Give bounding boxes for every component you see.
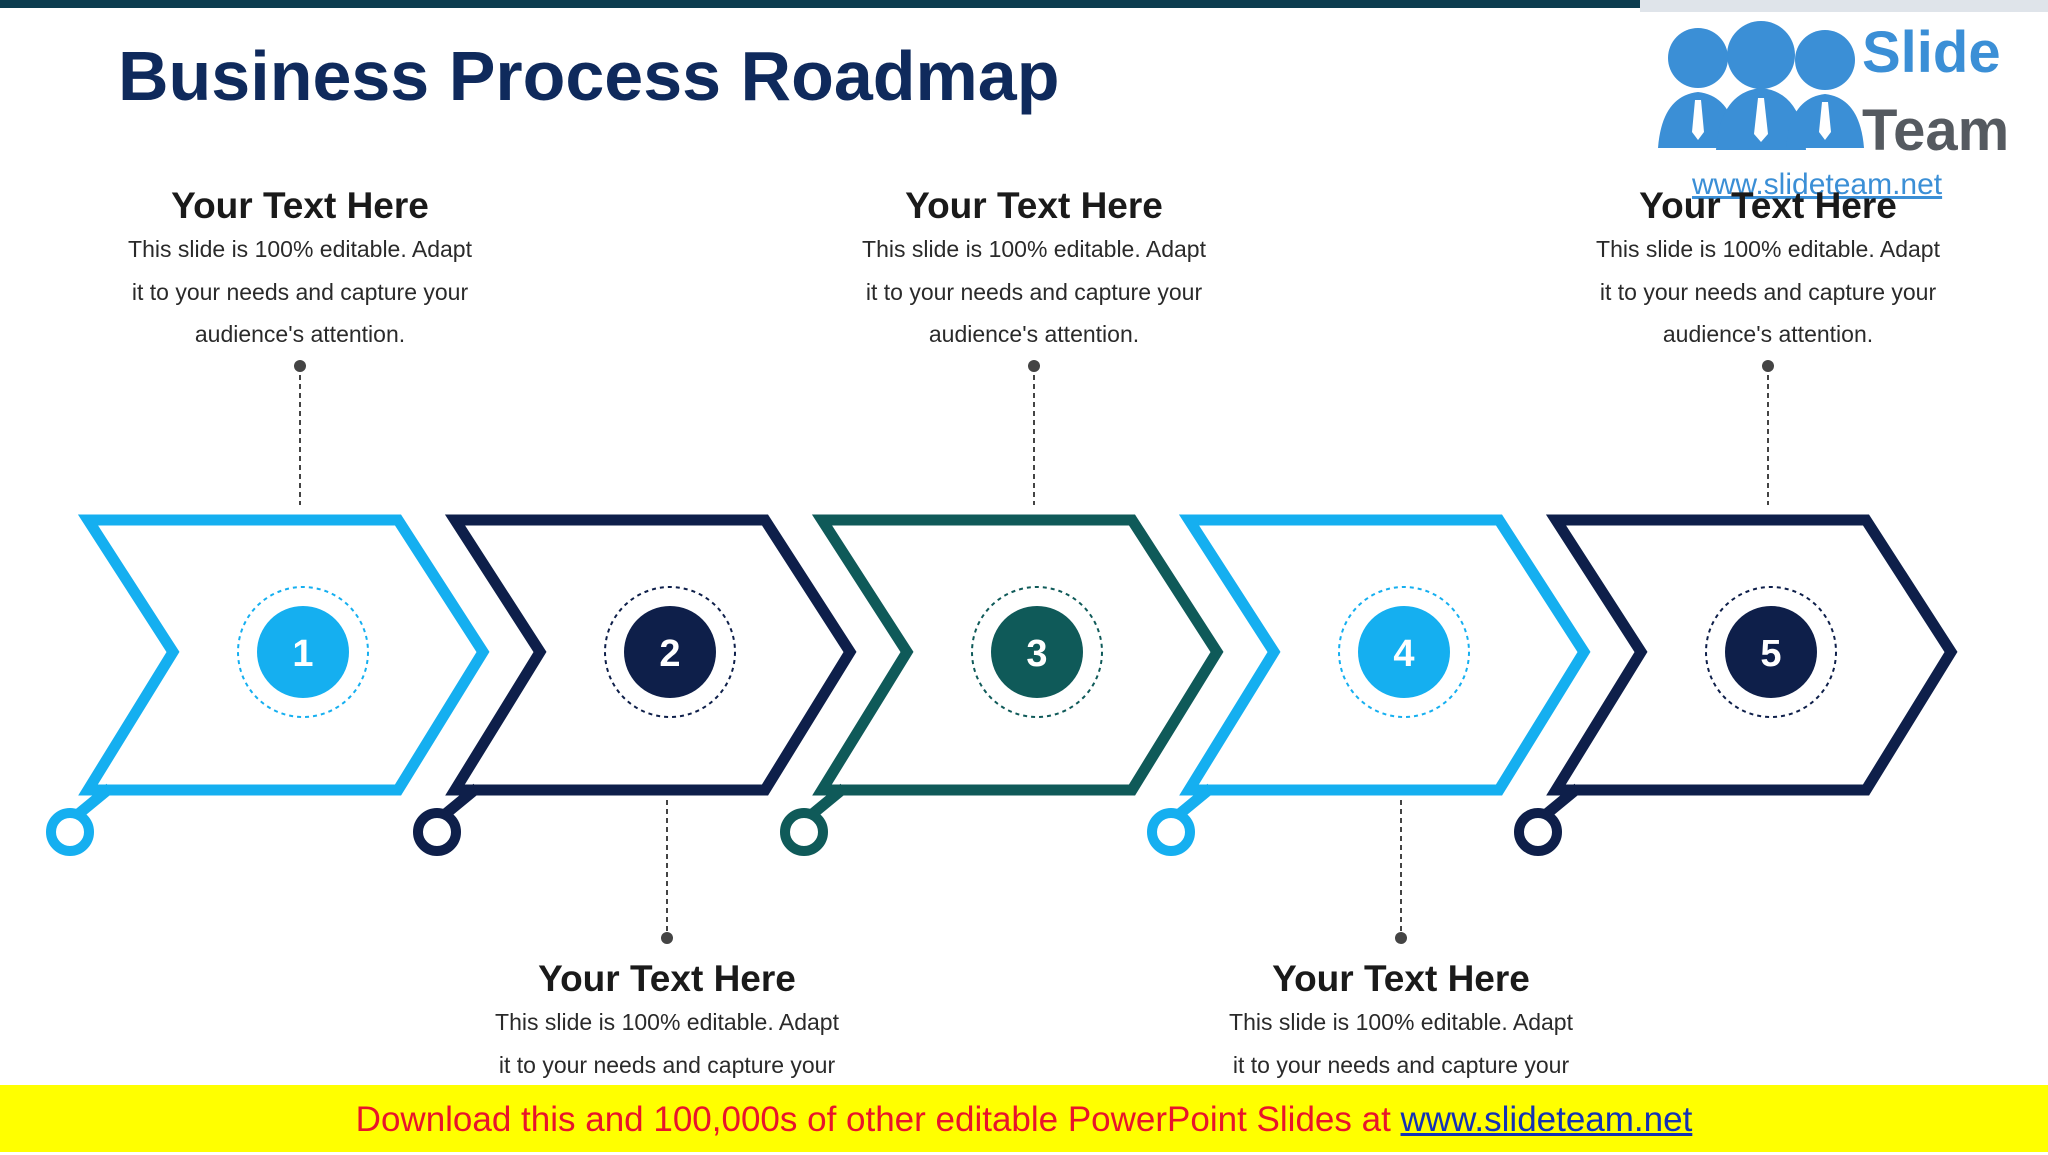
step-5: 5 bbox=[1514, 360, 1958, 856]
connector-dot-icon bbox=[661, 932, 673, 944]
logo-text-slide: Slide bbox=[1862, 20, 2001, 85]
connector-dot-icon bbox=[1395, 932, 1407, 944]
badge-dashed-ring bbox=[604, 586, 736, 718]
step-description: This slide is 100% editable. Adapt it to… bbox=[128, 236, 472, 347]
tail-ring-icon bbox=[780, 808, 828, 856]
slideteam-logo[interactable]: Slide Team www.slideteam.net bbox=[1640, 0, 2048, 200]
badge-circle bbox=[991, 606, 1083, 698]
step-heading: Your Text Here bbox=[538, 958, 796, 999]
connector-dot-icon bbox=[294, 360, 306, 372]
tail-ring-icon bbox=[46, 808, 94, 856]
banner-text: Download this and 100,000s of other edit… bbox=[355, 1100, 1401, 1139]
people-logo-icon: Slide Team www.slideteam.net bbox=[1640, 0, 2048, 200]
step-4: 4 bbox=[1147, 514, 1591, 944]
chevron-shape bbox=[811, 514, 1224, 796]
step-3: 3 bbox=[780, 360, 1224, 856]
page-title: Business Process Roadmap bbox=[118, 37, 1060, 115]
tail-ring-icon bbox=[1147, 808, 1195, 856]
step-description: This slide is 100% editable. Adapt it to… bbox=[1229, 1009, 1573, 1078]
logo-url: www.slideteam.net bbox=[1691, 168, 1943, 200]
step-number: 4 bbox=[1393, 633, 1414, 675]
badge-circle bbox=[624, 606, 716, 698]
download-banner: Download this and 100,000s of other edit… bbox=[0, 1085, 2048, 1152]
chevron-shape bbox=[77, 514, 490, 796]
badge-circle bbox=[1725, 606, 1817, 698]
banner-link[interactable]: www.slideteam.net bbox=[1400, 1100, 1693, 1139]
badge-circle bbox=[1358, 606, 1450, 698]
tail-ring-icon bbox=[1514, 808, 1562, 856]
chevron-shape bbox=[444, 514, 857, 796]
step-description: This slide is 100% editable. Adapt it to… bbox=[862, 236, 1206, 347]
connector-dot-icon bbox=[1028, 360, 1040, 372]
step-description: This slide is 100% editable. Adapt it to… bbox=[495, 1009, 839, 1078]
chevron-shape bbox=[1178, 514, 1591, 796]
step-heading: Your Text Here bbox=[905, 185, 1163, 226]
step-heading: Your Text Here bbox=[1639, 185, 1897, 226]
badge-dashed-ring bbox=[237, 586, 369, 718]
chevron-shape bbox=[1545, 514, 1958, 796]
step-number: 1 bbox=[292, 633, 313, 675]
step-2: 2 bbox=[413, 514, 857, 944]
logo-text-team: Team bbox=[1862, 98, 2009, 163]
connector-dot-icon bbox=[1762, 360, 1774, 372]
step-description: This slide is 100% editable. Adapt it to… bbox=[1596, 236, 1940, 347]
step-heading: Your Text Here bbox=[171, 185, 429, 226]
step-heading: Your Text Here bbox=[1272, 958, 1530, 999]
tail-ring-icon bbox=[413, 808, 461, 856]
badge-dashed-ring bbox=[971, 586, 1103, 718]
top-accent-bar bbox=[0, 0, 1640, 8]
step-number: 2 bbox=[659, 633, 680, 675]
step-1: 1 bbox=[46, 360, 490, 856]
badge-dashed-ring bbox=[1338, 586, 1470, 718]
step-number: 5 bbox=[1760, 633, 1781, 675]
badge-dashed-ring bbox=[1705, 586, 1837, 718]
step-number: 3 bbox=[1026, 633, 1047, 675]
badge-circle bbox=[257, 606, 349, 698]
